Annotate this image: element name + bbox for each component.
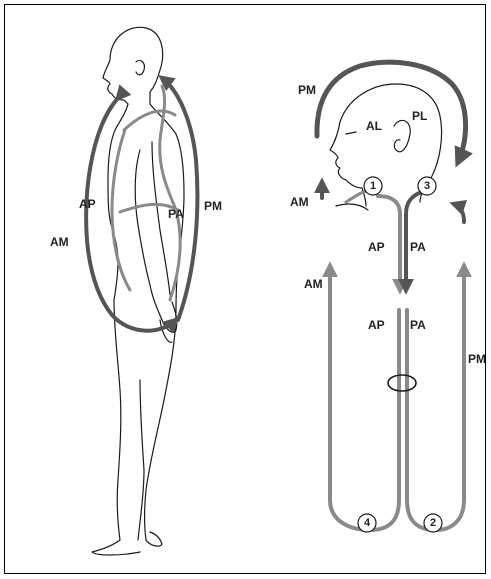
svg-text:1: 1 [370, 180, 376, 192]
right-label-ap-lower: AP [368, 318, 385, 332]
right-label-am-side: AM [304, 277, 323, 291]
left-meridians [86, 78, 197, 331]
right-label-al: AL [366, 119, 382, 133]
human-figure [92, 27, 184, 555]
svg-text:2: 2 [430, 517, 436, 529]
left-label-pa: PA [168, 207, 184, 221]
arm-outline [135, 150, 177, 332]
right-label-pm-side: PM [468, 352, 486, 366]
head-outline [103, 27, 163, 104]
point-1: 1 [364, 177, 382, 195]
right-am-ap-loop [330, 266, 399, 530]
right-pm-arc [317, 62, 466, 162]
point-3: 3 [418, 177, 436, 195]
right-label-pa-upper: PA [410, 240, 426, 254]
leg-front [92, 300, 140, 555]
point-2: 2 [424, 514, 442, 532]
svg-text:4: 4 [364, 517, 371, 529]
right-pa-pm-loop [407, 266, 464, 530]
right-pm-small-arrow [454, 204, 464, 222]
ear-outline [136, 60, 144, 74]
left-label-ap: AP [79, 197, 96, 211]
right-label-ap-upper: AP [368, 240, 385, 254]
neck-front [336, 204, 368, 210]
left-pa-path [160, 86, 181, 300]
midline-ring [388, 375, 416, 391]
right-label-pm-top: PM [298, 83, 316, 97]
left-label-pm: PM [204, 199, 222, 213]
point-4: 4 [358, 514, 376, 532]
right-label-pl: PL [412, 109, 427, 123]
svg-text:3: 3 [424, 180, 430, 192]
left-label-am: AM [50, 235, 69, 249]
right-label-am-face: AM [290, 195, 309, 209]
eye-mark [346, 132, 356, 134]
right-meridians [317, 62, 466, 530]
leg-back [145, 310, 177, 546]
right-ear-outline [394, 120, 410, 151]
right-label-pa-lower: PA [410, 318, 426, 332]
left-pm-path [162, 78, 197, 320]
left-am-path [86, 98, 176, 331]
